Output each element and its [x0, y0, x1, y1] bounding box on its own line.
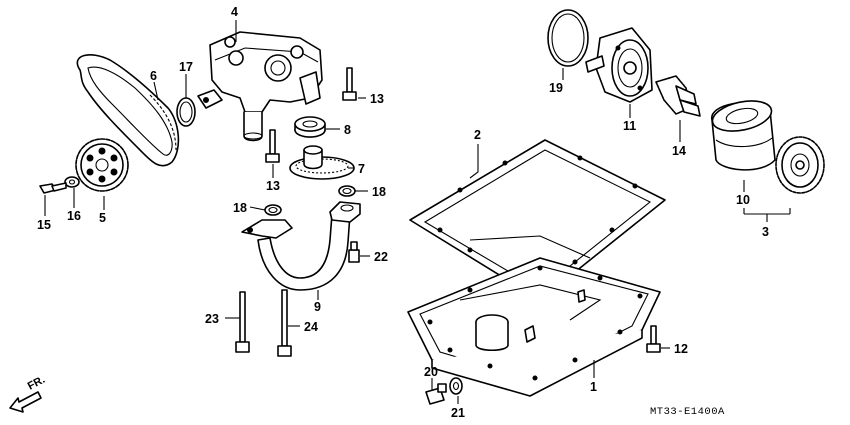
- oil-filter-end-cap[interactable]: [775, 136, 825, 194]
- oil-pan[interactable]: [407, 257, 661, 397]
- callout-24: 24: [304, 320, 318, 334]
- long-bolt-23[interactable]: [235, 291, 250, 353]
- callout-7: 7: [358, 162, 365, 176]
- callout-5: 5: [99, 211, 106, 225]
- oil-strainer[interactable]: [289, 145, 355, 180]
- long-bolt-24[interactable]: [277, 289, 292, 357]
- leader-lines: [44, 20, 745, 404]
- callout-23: 23: [205, 312, 219, 326]
- callout-11: 11: [623, 119, 636, 133]
- oil-pump-assembly[interactable]: [197, 31, 323, 142]
- callout-21: 21: [451, 406, 465, 420]
- callout-20: 20: [424, 365, 438, 379]
- callout-2: 2: [474, 128, 481, 142]
- diagram-code: MT33-E1400A: [650, 406, 725, 418]
- oil-relief-valve[interactable]: [655, 75, 701, 117]
- drain-bolt[interactable]: [425, 383, 447, 405]
- pump-mount-bolt-upper[interactable]: [342, 67, 357, 101]
- callout-1: 1: [590, 380, 597, 394]
- callout-14: 14: [672, 144, 686, 158]
- strainer-o-ring-right[interactable]: [338, 185, 356, 197]
- oil-filter-boss[interactable]: [585, 27, 653, 103]
- callout-18-left: 18: [233, 201, 247, 215]
- callout-18-right: 18: [372, 185, 386, 199]
- drain-washer[interactable]: [449, 377, 463, 395]
- callout-13-upper: 13: [370, 92, 384, 106]
- callout-10: 10: [736, 193, 750, 207]
- sprocket-bolt[interactable]: [39, 182, 67, 194]
- pipe-bolt[interactable]: [348, 241, 360, 263]
- callout-19: 19: [549, 81, 563, 95]
- callout-13-lower: 13: [266, 179, 280, 193]
- callout-4: 4: [231, 5, 238, 19]
- oil-pan-gasket[interactable]: [409, 139, 666, 301]
- callout-9: 9: [314, 300, 321, 314]
- strainer-o-ring-left[interactable]: [264, 204, 282, 216]
- oil-seal[interactable]: [294, 116, 326, 138]
- sprocket-washer[interactable]: [64, 176, 80, 188]
- front-label: FR.: [26, 374, 47, 393]
- callout-15: 15: [37, 218, 51, 232]
- callout-8: 8: [344, 123, 351, 137]
- group-bracket-3-ticks: [743, 208, 791, 222]
- callout-12: 12: [674, 342, 688, 356]
- callout-17: 17: [179, 60, 193, 74]
- callout-16: 16: [67, 209, 81, 223]
- oil-pan-bolt[interactable]: [646, 325, 661, 353]
- drive-sprocket[interactable]: [75, 138, 129, 192]
- front-arrow-icon: [9, 391, 42, 413]
- front-direction-indicator: FR.: [9, 374, 47, 413]
- oil-filter-cartridge[interactable]: [710, 96, 776, 171]
- pump-mount-bolt-lower[interactable]: [265, 129, 280, 163]
- drive-chain[interactable]: [76, 54, 180, 167]
- filter-boss-o-ring[interactable]: [547, 9, 589, 67]
- callout-3: 3: [762, 225, 769, 239]
- callout-6: 6: [150, 69, 157, 83]
- pump-o-ring[interactable]: [176, 97, 196, 127]
- oil-pipe[interactable]: [241, 201, 361, 291]
- callout-22: 22: [374, 250, 388, 264]
